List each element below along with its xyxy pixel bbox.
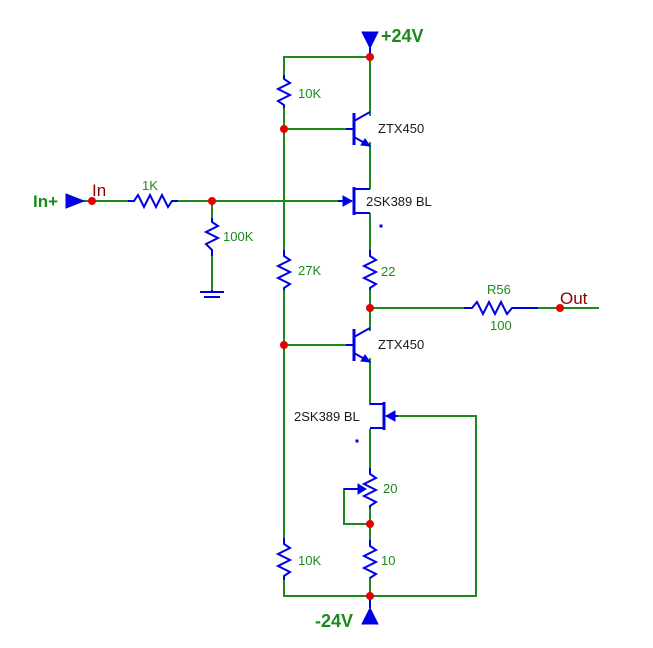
label-r56: R56 [487, 282, 511, 297]
label-ztx450-top: ZTX450 [378, 121, 424, 136]
label-ztx450-bottom: ZTX450 [378, 337, 424, 352]
negative-supply-label: -24V [315, 611, 353, 631]
resistor-22 [361, 250, 379, 290]
label-22: 22 [381, 264, 395, 279]
input-port-arrow [65, 193, 86, 209]
resistor-100k [203, 218, 221, 256]
label-1k: 1K [142, 178, 158, 193]
ground-symbol [200, 290, 224, 298]
label-10k-top: 10K [298, 86, 321, 101]
resistor-10 [361, 540, 379, 579]
transistor-ztx450-top [346, 111, 372, 147]
label-10k-bottom: 10K [298, 553, 321, 568]
jfet-2sk389-bottom [355, 402, 398, 443]
input-port-label: In+ [33, 192, 58, 211]
resistor-10k-bottom [275, 538, 293, 580]
net-label-out: Out [560, 289, 588, 308]
positive-supply-label: +24V [381, 26, 424, 46]
net-label-in: In [92, 181, 106, 200]
label-2sk389-top: 2SK389 BL [366, 194, 432, 209]
junction-dots [88, 53, 564, 600]
transistor-ztx450-bottom [346, 327, 372, 363]
resistor-r56 [464, 299, 538, 317]
resistor-1k [128, 192, 178, 210]
label-100: 100 [490, 318, 512, 333]
negative-supply-arrow [361, 596, 379, 625]
jfet-2sk389-top [338, 187, 383, 228]
label-100k: 100K [223, 229, 254, 244]
wires [83, 56, 599, 597]
resistor-27k [275, 250, 293, 290]
resistor-10k-top [275, 75, 293, 108]
potentiometer-20 [344, 468, 379, 508]
label-pot-20: 20 [383, 481, 397, 496]
label-10: 10 [381, 553, 395, 568]
label-2sk389-bottom: 2SK389 BL [294, 409, 360, 424]
label-27k: 27K [298, 263, 321, 278]
